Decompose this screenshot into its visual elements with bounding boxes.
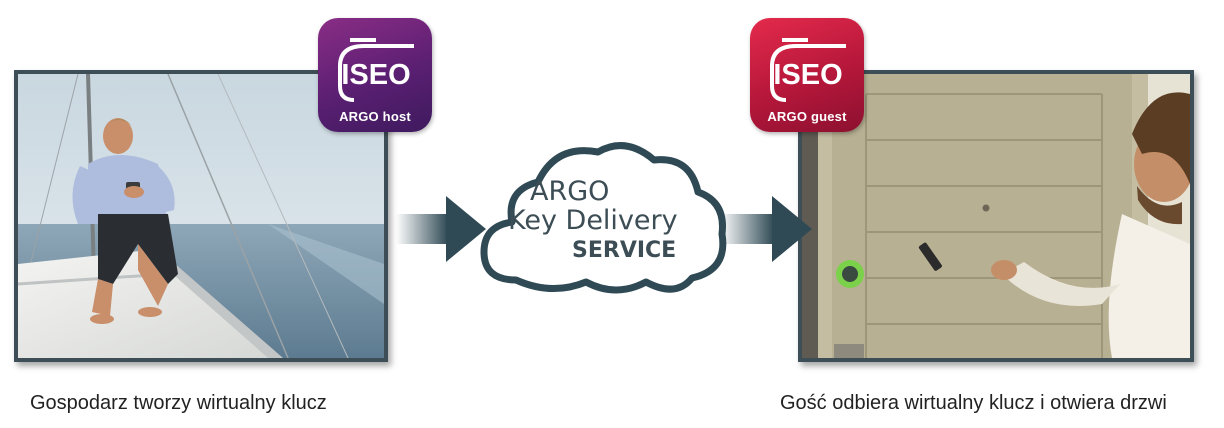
argo-guest-app-icon: ISEO ARGO guest <box>750 18 864 132</box>
iseo-logo-icon: ISEO <box>338 38 414 102</box>
cloud-title-line3: SERVICE <box>572 238 677 263</box>
door-scene <box>802 74 1190 358</box>
iseo-logo-icon: ISEO <box>770 38 846 102</box>
cloud-title-line2: Key Delivery <box>508 205 678 236</box>
argo-host-app-icon: ISEO ARGO host <box>318 18 432 132</box>
guest-badge-label: ARGO guest <box>767 109 847 124</box>
guest-logo-text: ISEO <box>773 59 842 91</box>
arrow-right-icon <box>396 196 486 262</box>
guest-photo <box>798 70 1194 362</box>
guest-caption: Gość odbiera wirtualny klucz i otwiera d… <box>780 392 1167 414</box>
host-photo <box>14 70 388 362</box>
cloud-title-line1: ARGO <box>530 176 610 207</box>
host-caption: Gospodarz tworzy wirtualny klucz <box>30 392 327 414</box>
cloud-icon <box>480 142 727 294</box>
host-badge-label: ARGO host <box>339 109 411 124</box>
sailboat-scene <box>18 74 384 358</box>
arrow-right-icon <box>720 196 812 262</box>
host-logo-text: ISEO <box>341 59 410 91</box>
